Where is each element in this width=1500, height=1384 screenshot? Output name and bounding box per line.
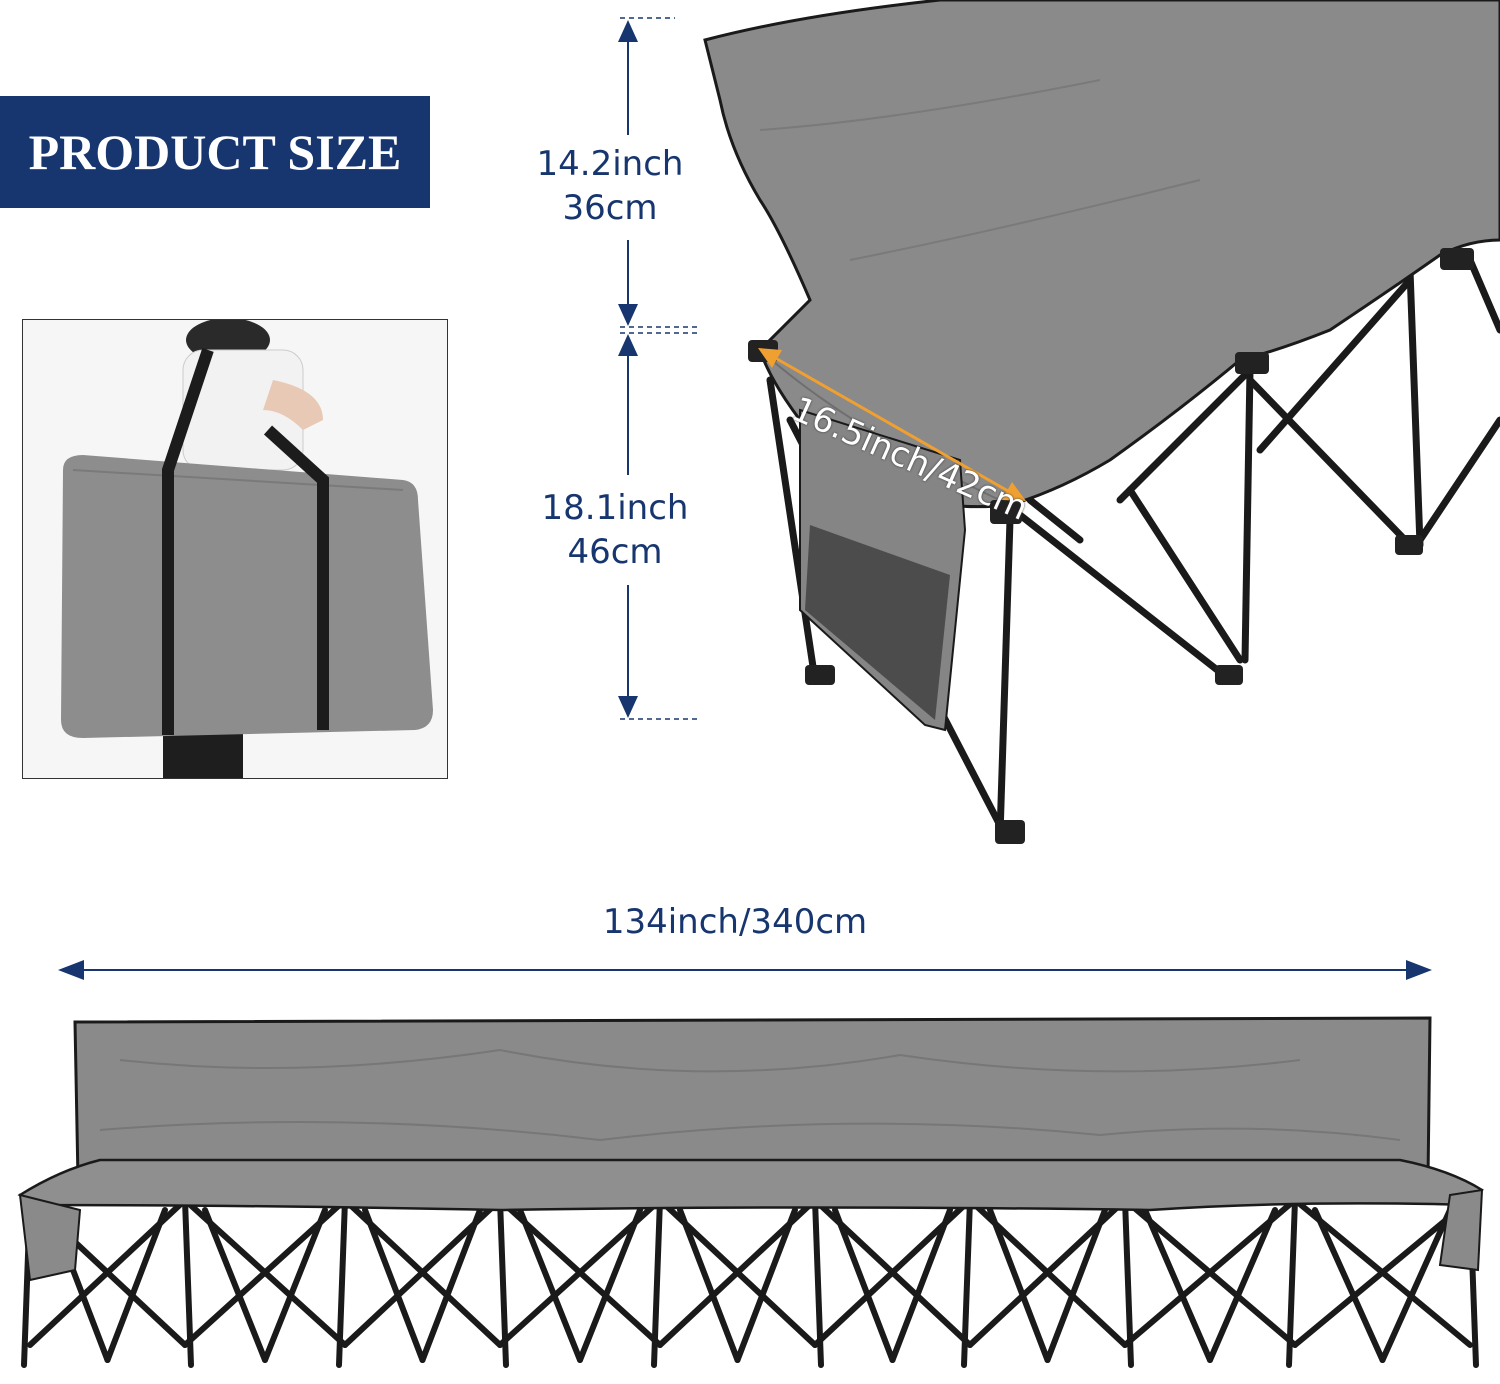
product-size-banner: PRODUCT SIZE xyxy=(0,96,430,208)
seat-height-inch: 18.1inch xyxy=(541,488,689,528)
backrest-height-cm: 36cm xyxy=(562,188,658,228)
length-dimension-arrow xyxy=(58,960,1432,980)
chair-closeup-illustration xyxy=(703,0,1500,844)
height-dimension-arrows xyxy=(618,17,700,720)
total-length-label: 134inch/340cm xyxy=(602,902,868,942)
backrest-height-label: 14.2inch 36cm xyxy=(520,142,700,230)
full-bench-illustration xyxy=(17,1016,1484,1368)
backrest-height-inch: 14.2inch xyxy=(536,144,684,184)
seat-height-cm: 46cm xyxy=(567,532,663,572)
banner-title: PRODUCT SIZE xyxy=(28,124,402,180)
carry-bag-illustration xyxy=(23,320,447,778)
carry-bag-image xyxy=(22,319,448,779)
seat-height-label: 18.1inch 46cm xyxy=(525,486,705,574)
